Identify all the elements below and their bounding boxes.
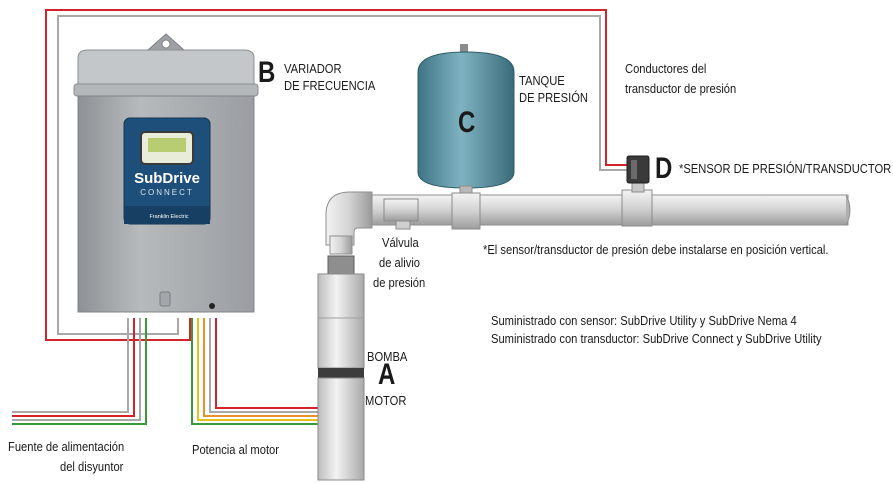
- motor-wire-gray: [209, 318, 318, 413]
- supplied-sensor-note: Suministrado con sensor: SubDrive Utilit…: [491, 313, 797, 328]
- sensor-label: *SENSOR DE PRESIÓN/TRANSDUCTOR: [679, 161, 892, 176]
- motor-wire-green: [191, 318, 318, 425]
- transducer-wire-gray: [57, 15, 630, 335]
- relief-valve: [383, 198, 419, 230]
- drive-maker: Franklin Electric: [149, 214, 188, 220]
- power-source-wire-gray1: [12, 318, 129, 413]
- power-source-wire-gray2: [12, 318, 141, 421]
- motor-power-label: Potencia al motor: [192, 442, 280, 457]
- pump-motor: [317, 255, 365, 481]
- transducer-wires-line1: Conductores del: [625, 61, 707, 76]
- power-source-line2: del disyuntor: [60, 459, 124, 474]
- power-source-wire-green: [12, 318, 147, 425]
- tank-label-line2: DE PRESIÓN: [519, 90, 588, 105]
- motor-wire-yellow: [197, 318, 318, 421]
- drive-label-line2: DE FRECUENCIA: [284, 78, 376, 93]
- tank-label-line1: TANQUE: [519, 73, 565, 88]
- elbow-pipe: [325, 191, 373, 255]
- drive-brand-subline: CONNECT: [140, 188, 194, 197]
- transducer-wires-line2: transductor de presión: [625, 81, 737, 96]
- relief-valve-line2: de alivio: [379, 255, 421, 270]
- component-letter-b: B: [258, 56, 276, 89]
- motor-label: MOTOR: [365, 393, 407, 408]
- motor-wire-red: [215, 318, 318, 409]
- power-source-line1: Fuente de alimentación: [8, 439, 125, 454]
- relief-valve-line3: de presión: [373, 275, 426, 290]
- horizontal-pipe: [339, 194, 851, 226]
- component-letter-c: C: [458, 106, 476, 139]
- supplied-transducer-note: Suministrado con transductor: SubDrive C…: [491, 331, 822, 346]
- transducer-wire-gray-bottom: [57, 318, 179, 335]
- install-note: *El sensor/transductor de presión debe i…: [483, 242, 829, 257]
- power-source-wire-red: [12, 318, 135, 417]
- pump-label: BOMBA: [367, 349, 408, 364]
- transducer-wire-red-bottom: [45, 318, 191, 341]
- transducer-wire-red: [45, 9, 630, 340]
- pressure-tank: [417, 44, 515, 230]
- drive-brand-name: SubDrive: [134, 170, 200, 187]
- frequency-drive-panel: [73, 33, 259, 313]
- motor-wire-orange: [203, 318, 318, 417]
- component-letter-d: D: [655, 152, 673, 185]
- pressure-transducer: [621, 155, 653, 227]
- relief-valve-line1: Válvula: [382, 235, 419, 250]
- drive-label-line1: VARIADOR: [284, 61, 342, 76]
- component-letter-a: A: [378, 358, 396, 391]
